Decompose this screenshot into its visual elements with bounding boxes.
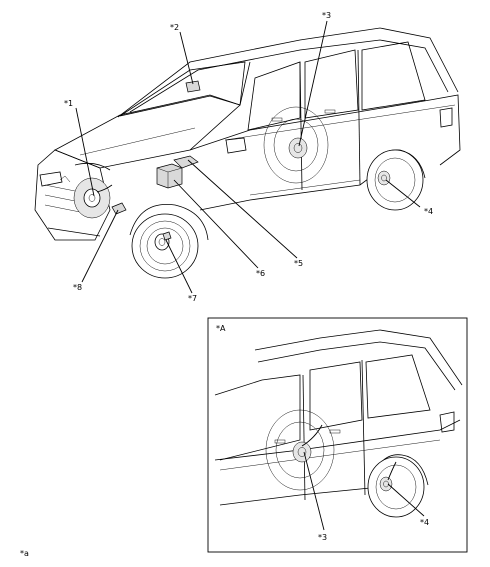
inset-detail-view: *A *3 *4	[207, 317, 468, 553]
callout-1-label: *1	[64, 99, 73, 108]
inset-callout-3-label: *3	[318, 533, 327, 542]
callout-7-label: *7	[188, 294, 197, 303]
callout-3-label: *3	[322, 11, 331, 20]
main-vehicle-illustration	[34, 27, 461, 279]
rear-sensor-harness	[387, 461, 397, 481]
callout-8-label: *8	[73, 283, 82, 292]
footnote-label: *a	[20, 549, 29, 558]
inset-title: *A	[216, 324, 226, 333]
wheel-sensor-harness	[301, 424, 323, 447]
callout-6-label: *6	[256, 269, 265, 278]
part-5-icon	[173, 155, 199, 169]
callout-5-label: *5	[294, 259, 303, 268]
part-2-icon	[185, 80, 201, 93]
callout-labels: *1 *2 *3 *4 *5 *6 *7 *8	[64, 11, 433, 303]
inset-callout-4-label: *4	[420, 518, 429, 527]
part-8-icon	[111, 202, 127, 215]
callout-2-label: *2	[170, 23, 179, 32]
callout-leaders	[75, 20, 421, 294]
callout-4-label: *4	[424, 207, 433, 216]
part-7-icon	[162, 231, 172, 241]
